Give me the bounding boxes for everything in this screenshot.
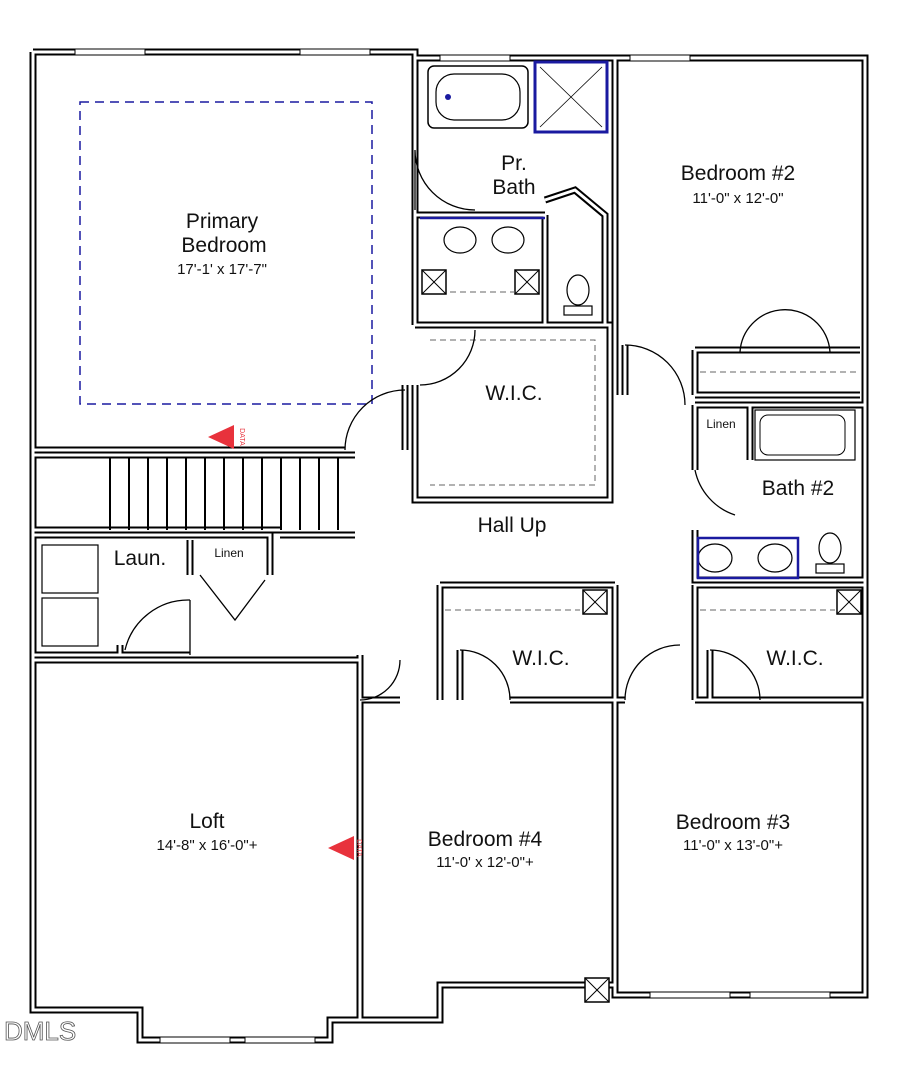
sink-icon xyxy=(697,543,733,573)
door-swing xyxy=(709,649,761,701)
data-marker-loft: DATA xyxy=(328,836,362,860)
window xyxy=(439,54,511,62)
wall-inner xyxy=(544,188,607,325)
window xyxy=(74,48,146,56)
wall-inner xyxy=(31,50,867,1042)
linen-lower-label: Linen xyxy=(214,546,243,560)
door-swing xyxy=(624,344,686,406)
fixtures xyxy=(41,48,862,1044)
primary-bedroom-label-2: Bedroom xyxy=(181,234,266,257)
sink-icon xyxy=(443,226,477,254)
wall-inner xyxy=(190,533,272,575)
vanity xyxy=(696,536,800,580)
bathtub xyxy=(427,65,529,129)
bedroom4-label: Bedroom #4 xyxy=(428,828,543,851)
loft-dims: 14'-8" x 16'-0"+ xyxy=(156,837,257,854)
bedroom4-dims: 11'-0' x 12'-0"+ xyxy=(436,854,534,871)
toilet-tank xyxy=(815,563,845,574)
primary-bath-label-1: Pr. xyxy=(501,152,527,175)
column-x xyxy=(514,269,540,295)
data-marker-primary: DATA xyxy=(208,425,245,449)
window xyxy=(649,991,731,999)
toilet-tank xyxy=(563,305,593,316)
door-swing xyxy=(419,329,476,386)
column-x xyxy=(584,977,610,1003)
door-swing xyxy=(739,309,831,353)
window xyxy=(629,54,691,62)
door-swing xyxy=(459,649,511,701)
bed4-wic-label: W.I.C. xyxy=(512,647,569,670)
window xyxy=(299,48,371,56)
sink-icon xyxy=(757,543,793,573)
primary-bedroom-label-1: Primary xyxy=(186,210,259,233)
primary-bath-label-2: Bath xyxy=(492,176,535,199)
linen-upper-label: Linen xyxy=(706,417,735,431)
door-swing xyxy=(124,599,191,655)
primary-bedroom-dims: 17'-1' x 17'-7" xyxy=(177,261,267,278)
column-x xyxy=(582,589,608,615)
column-x xyxy=(836,589,862,615)
bedroom2-label: Bedroom #2 xyxy=(681,162,795,185)
window xyxy=(159,1036,231,1044)
shower-x xyxy=(539,66,603,128)
walls xyxy=(29,48,869,1044)
column-x xyxy=(421,269,447,295)
bath2-label: Bath #2 xyxy=(762,477,834,500)
bedroom3-dims: 11'-0" x 13'-0"+ xyxy=(683,837,783,854)
bathtub xyxy=(754,409,856,461)
dryer xyxy=(41,544,99,594)
bathtub-basin xyxy=(435,73,521,121)
door-swing xyxy=(359,659,401,701)
tray-ceiling-outline xyxy=(79,101,373,405)
toilet-icon xyxy=(818,532,842,564)
washer xyxy=(41,597,99,647)
door-swing xyxy=(344,389,406,451)
bedroom2-dims: 11'-0" x 12'-0" xyxy=(692,190,783,207)
wall-inner xyxy=(693,530,865,582)
data-marker-text: DATA xyxy=(238,428,245,446)
toilet-icon xyxy=(566,274,590,306)
door-swing xyxy=(694,469,736,516)
door-swing xyxy=(199,574,266,622)
primary-wic-label: W.I.C. xyxy=(485,382,542,405)
bathtub-basin xyxy=(759,414,846,456)
window xyxy=(244,1036,316,1044)
wall xyxy=(411,321,614,504)
sink-icon xyxy=(491,226,525,254)
window xyxy=(749,991,831,999)
closet-shelf xyxy=(430,339,596,486)
data-marker-text: DATA xyxy=(355,839,362,857)
wall-inner xyxy=(413,323,612,502)
door-swing xyxy=(624,644,681,701)
bedroom3-label: Bedroom #3 xyxy=(676,811,790,834)
door-swing xyxy=(414,149,476,211)
watermark: DMLS xyxy=(4,1016,76,1046)
loft-label: Loft xyxy=(189,810,224,833)
bed3-wic-label: W.I.C. xyxy=(766,647,823,670)
hall-label: Hall Up xyxy=(478,514,547,537)
laundry-label: Laun. xyxy=(114,547,167,570)
drain-icon xyxy=(445,94,451,100)
